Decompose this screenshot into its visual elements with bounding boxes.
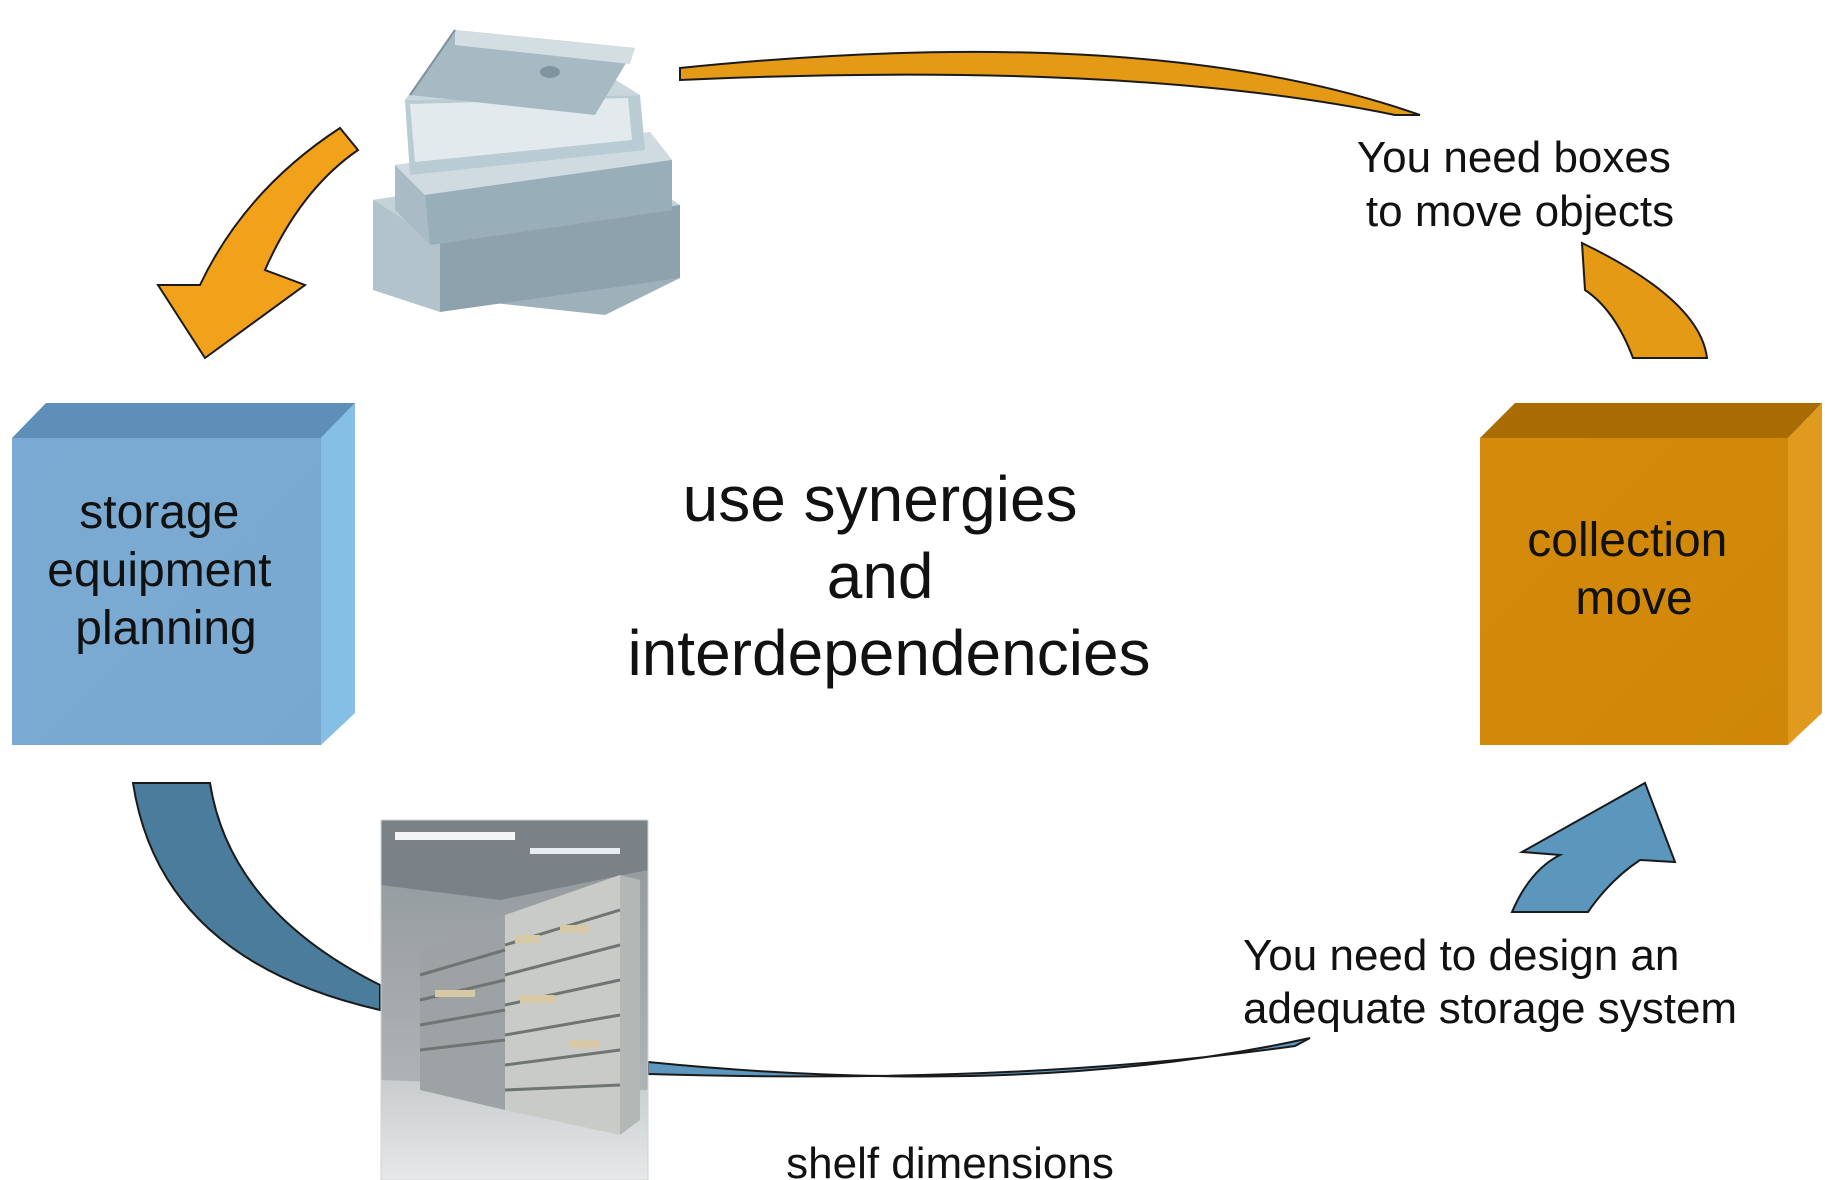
storage-label-line-1: storage <box>79 486 239 539</box>
move-label-line-2: move <box>1575 572 1692 625</box>
note-boxes-line-1: You need boxes <box>1357 133 1671 182</box>
svg-text:You need to design an adeq: You need to design an adequate storage s… <box>1243 931 1737 1033</box>
note-storage-system-line-2: adequate storage system <box>1243 984 1737 1033</box>
top-right-arc-arrow <box>1580 241 1709 359</box>
orange-arrow-to-storage <box>156 126 360 360</box>
svg-text:collection move: collection move <box>1527 514 1740 625</box>
storage-label-line-2: equipment <box>47 544 271 597</box>
node-storage-equipment-planning: storage equipment planning <box>12 403 355 745</box>
note-shelf-dimensions: shelf dimensions <box>786 1139 1114 1180</box>
move-label-line-1: collection <box>1527 514 1727 567</box>
storage-label-line-3: planning <box>75 602 257 655</box>
note-storage-system-line-1: You need to design an <box>1243 931 1679 980</box>
svg-text:use synergies and inte: use synergies and interdependencies <box>627 463 1150 689</box>
svg-text:storage equipment: storage equipment planning <box>47 486 285 655</box>
blue-arrow-to-move <box>1510 781 1677 913</box>
bottom-left-arc-arrow <box>131 782 381 1012</box>
shelving-image <box>380 819 649 1180</box>
center-line-2: and <box>827 540 934 612</box>
svg-text:You need boxes to move obj: You need boxes to move objects <box>1357 133 1683 236</box>
top-arc-arrow <box>679 50 1421 116</box>
bottom-arc-arrow <box>647 1037 1311 1078</box>
node-collection-move: collection move <box>1480 403 1822 745</box>
note-boxes-line-2: to move objects <box>1366 187 1674 236</box>
center-line-3: interdependencies <box>627 617 1150 689</box>
center-line-1: use synergies <box>683 463 1078 535</box>
boxes-image <box>373 29 680 315</box>
